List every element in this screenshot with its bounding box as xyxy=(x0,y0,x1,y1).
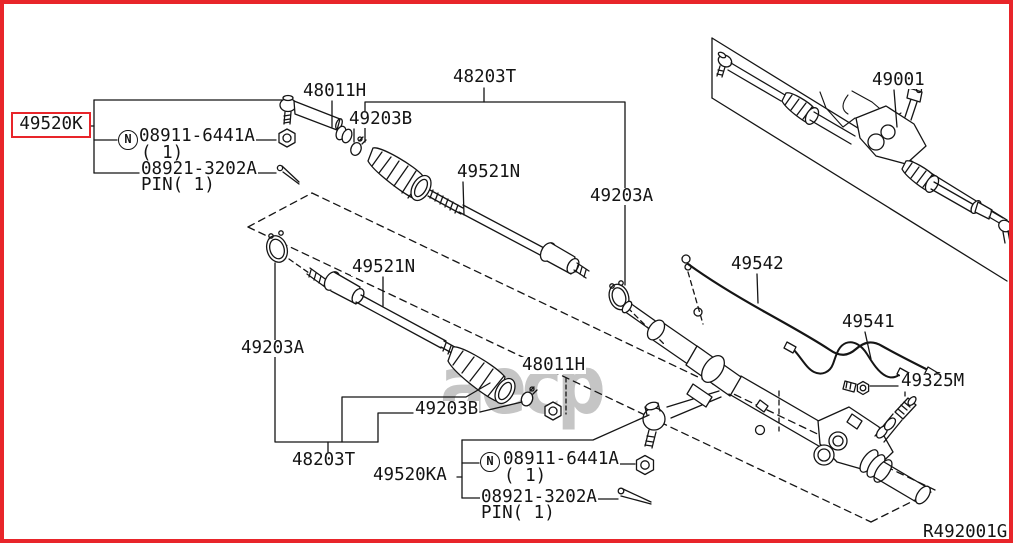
part-label-49542: 49542 xyxy=(730,254,785,274)
part-label-pin-lower: 08921-3202A xyxy=(480,487,598,507)
lower-rack-clamp-49203A xyxy=(265,230,310,274)
upper-assembly-band xyxy=(711,37,1008,282)
right-callout-leaders xyxy=(756,273,899,387)
kit-49520K-leader-lines xyxy=(87,99,286,174)
nut-qty-lower: ( 1) xyxy=(503,466,548,486)
pin-qty-lower: PIN( 1) xyxy=(480,503,556,523)
lower-inner-socket-49521N xyxy=(306,267,470,362)
upper-boot xyxy=(367,147,432,202)
pin-qty-upper: PIN( 1) xyxy=(140,175,216,195)
lower-boot xyxy=(447,346,516,405)
lower-assembly-dashed-band xyxy=(247,192,936,523)
complete-gear-assembly-49001 xyxy=(716,51,1012,244)
nut-qty-upper: ( 1) xyxy=(140,143,185,163)
upper-boot-clamp-49203B xyxy=(350,136,367,156)
sensor-49325M xyxy=(842,380,870,396)
lower-stud-nut xyxy=(635,454,655,476)
upper-outer-tie-rod-end xyxy=(279,94,343,131)
part-label-pin-upper: 08921-3202A xyxy=(140,159,258,179)
part-label-nut-lower: 08911-6441A xyxy=(502,449,620,469)
part-label-49325M: 49325M xyxy=(900,371,966,391)
nissan-n-icon: N xyxy=(118,130,138,150)
upper-cotter-pin xyxy=(276,164,300,185)
lower-washer-48011H xyxy=(544,401,562,421)
part-label-49203B-lower: 49203B xyxy=(414,399,480,419)
part-label-48011H-upper: 48011H xyxy=(302,81,368,101)
part-label-49203A-left: 49203A xyxy=(240,338,306,358)
part-label-49001: 49001 xyxy=(871,70,926,90)
upper-rack-clamp-49203A xyxy=(608,280,666,346)
part-label-49521N-lower: 49521N xyxy=(351,257,417,277)
part-label-nut-upper: 08911-6441A xyxy=(138,126,256,146)
lower-outer-tie-rod-end xyxy=(642,390,722,449)
lower-cotter-pin xyxy=(617,487,652,505)
part-label-49203B-upper: 49203B xyxy=(348,109,414,129)
upper-stud-nut xyxy=(278,128,296,148)
gear-housing-assembly xyxy=(621,300,931,505)
part-label-49520KA: 49520KA xyxy=(372,465,448,485)
drawing-number: R492001G xyxy=(923,522,1008,542)
upper-washer-48011H xyxy=(335,125,353,144)
part-label-49541: 49541 xyxy=(841,312,896,332)
upper-inner-socket-49521N xyxy=(427,189,590,279)
part-label-48203T-upper: 48203T xyxy=(452,67,518,87)
lower-boot-clamp-49203B xyxy=(520,386,538,407)
part-label-49521N-upper: 49521N xyxy=(456,162,522,182)
lower-callout-leaders xyxy=(274,262,650,500)
highlighted-part-box[interactable]: 49520K xyxy=(11,112,91,138)
part-label-48011H-lower: 48011H xyxy=(521,355,587,375)
part-label-49203A-right: 49203A xyxy=(589,186,655,206)
part-label-48203T-lower: 48203T xyxy=(291,450,357,470)
nissan-n-icon: N xyxy=(480,452,500,472)
